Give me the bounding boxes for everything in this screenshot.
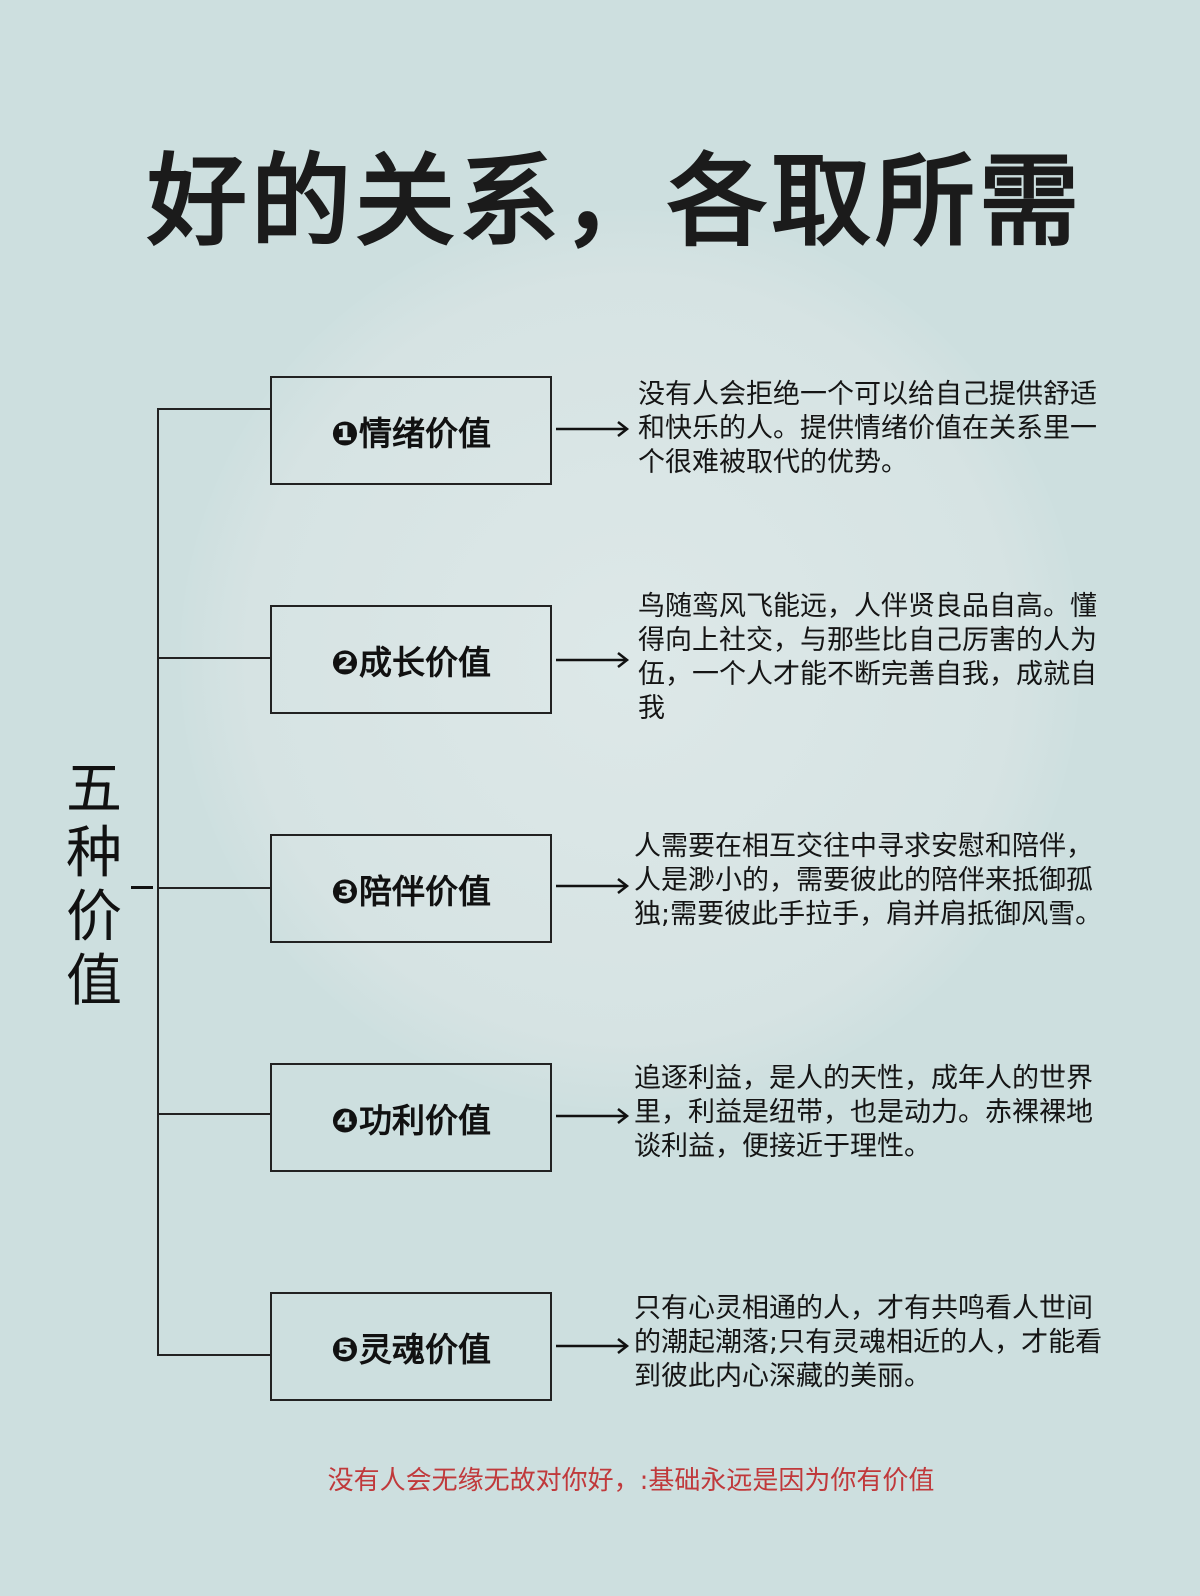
arrow-right-icon xyxy=(556,652,630,668)
arrow-right-icon xyxy=(556,1108,630,1124)
branch-line xyxy=(157,1113,270,1115)
branch-line xyxy=(157,657,270,659)
tree-trunk-line xyxy=(157,409,159,1356)
arrow-right-icon xyxy=(556,1338,630,1354)
footer-note: 没有人会无缘无故对你好，:基础永远是因为你有价值 xyxy=(327,1466,935,1496)
value-description: 鸟随鸾风飞能远，人伴贤良品自高。懂得向上社交，与那些比自己厉害的人为伍，一个人才… xyxy=(638,591,1097,724)
page-title: 好的关系，各取所需 xyxy=(147,143,1083,260)
value-label: ❺灵魂价值 xyxy=(331,1329,491,1369)
side-label: 五种价值 xyxy=(66,757,122,1014)
value-description: 追逐利益，是人的天性，成年人的世界里，利益是纽带，也是动力。赤裸裸地谈利益，便接… xyxy=(634,1063,1093,1162)
value-label: ❹功利价值 xyxy=(331,1100,491,1140)
value-box-soul: ❺灵魂价值 xyxy=(270,1292,552,1401)
branch-line xyxy=(157,1354,270,1356)
background-glow xyxy=(180,210,1080,1110)
value-label: ❸陪伴价值 xyxy=(331,871,491,911)
branch-line xyxy=(157,408,270,410)
arrow-right-icon xyxy=(556,878,630,894)
side-connector xyxy=(131,886,153,889)
value-box-growth: ❷成长价值 xyxy=(270,605,552,714)
value-label: ❶情绪价值 xyxy=(331,413,491,453)
value-description: 人需要在相互交往中寻求安慰和陪伴，人是渺小的，需要彼此的陪伴来抵御孤独;需要彼此… xyxy=(634,831,1103,930)
arrow-right-icon xyxy=(556,421,630,437)
value-label: ❷成长价值 xyxy=(331,642,491,682)
value-box-utility: ❹功利价值 xyxy=(270,1063,552,1172)
value-box-emotional: ❶情绪价值 xyxy=(270,376,552,485)
value-description: 没有人会拒绝一个可以给自己提供舒适和快乐的人。提供情绪价值在关系里一个很难被取代… xyxy=(638,379,1097,478)
branch-line xyxy=(157,887,270,889)
value-box-companionship: ❸陪伴价值 xyxy=(270,834,552,943)
value-description: 只有心灵相通的人，才有共鸣看人世间的潮起潮落;只有灵魂相近的人，才能看到彼此内心… xyxy=(634,1293,1103,1392)
